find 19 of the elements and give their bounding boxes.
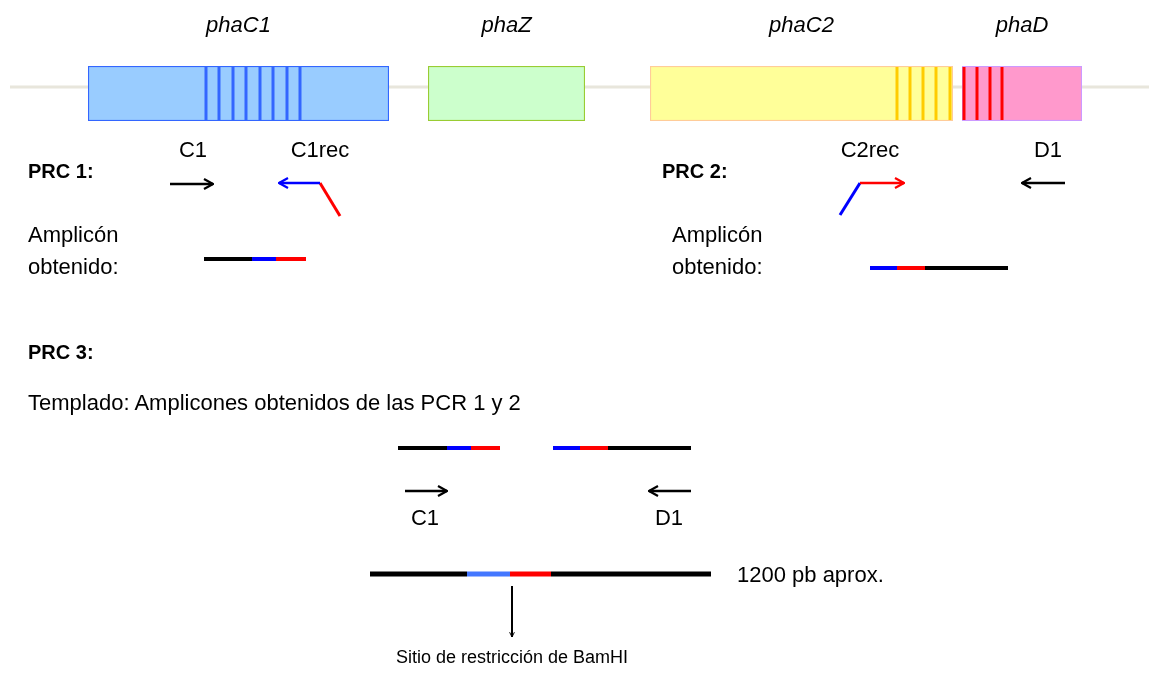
primer-label: C1rec (290, 137, 350, 164)
reaction-heading: PRC 1: (28, 159, 94, 183)
primer-label: D1 (1033, 137, 1063, 164)
gene-name: phaC1 (206, 12, 271, 38)
gene-name: phaC2 (769, 12, 834, 38)
template-note: Templado: Amplicones obtenidos de las PCR 1 y 2 (28, 390, 521, 417)
primer-label: C1 (410, 505, 440, 532)
reaction-heading: PRC 2: (662, 159, 728, 183)
primer-label: D1 (654, 505, 684, 532)
leader-arrow (509, 585, 515, 638)
reaction-heading: PRC 3: (28, 340, 94, 364)
annotation-text: Sitio de restricción de BamHI (372, 647, 652, 669)
primer-label: C1 (178, 137, 208, 164)
primer-label: C2rec (840, 137, 900, 164)
gene-name: phaD (995, 12, 1049, 38)
amplicon-caption: Amplicón obtenido: (28, 221, 120, 281)
gene-name: phaZ (481, 12, 532, 38)
size-label: 1200 pb aprox. (737, 562, 884, 589)
amplicon-caption: Amplicón obtenido: (672, 221, 764, 281)
